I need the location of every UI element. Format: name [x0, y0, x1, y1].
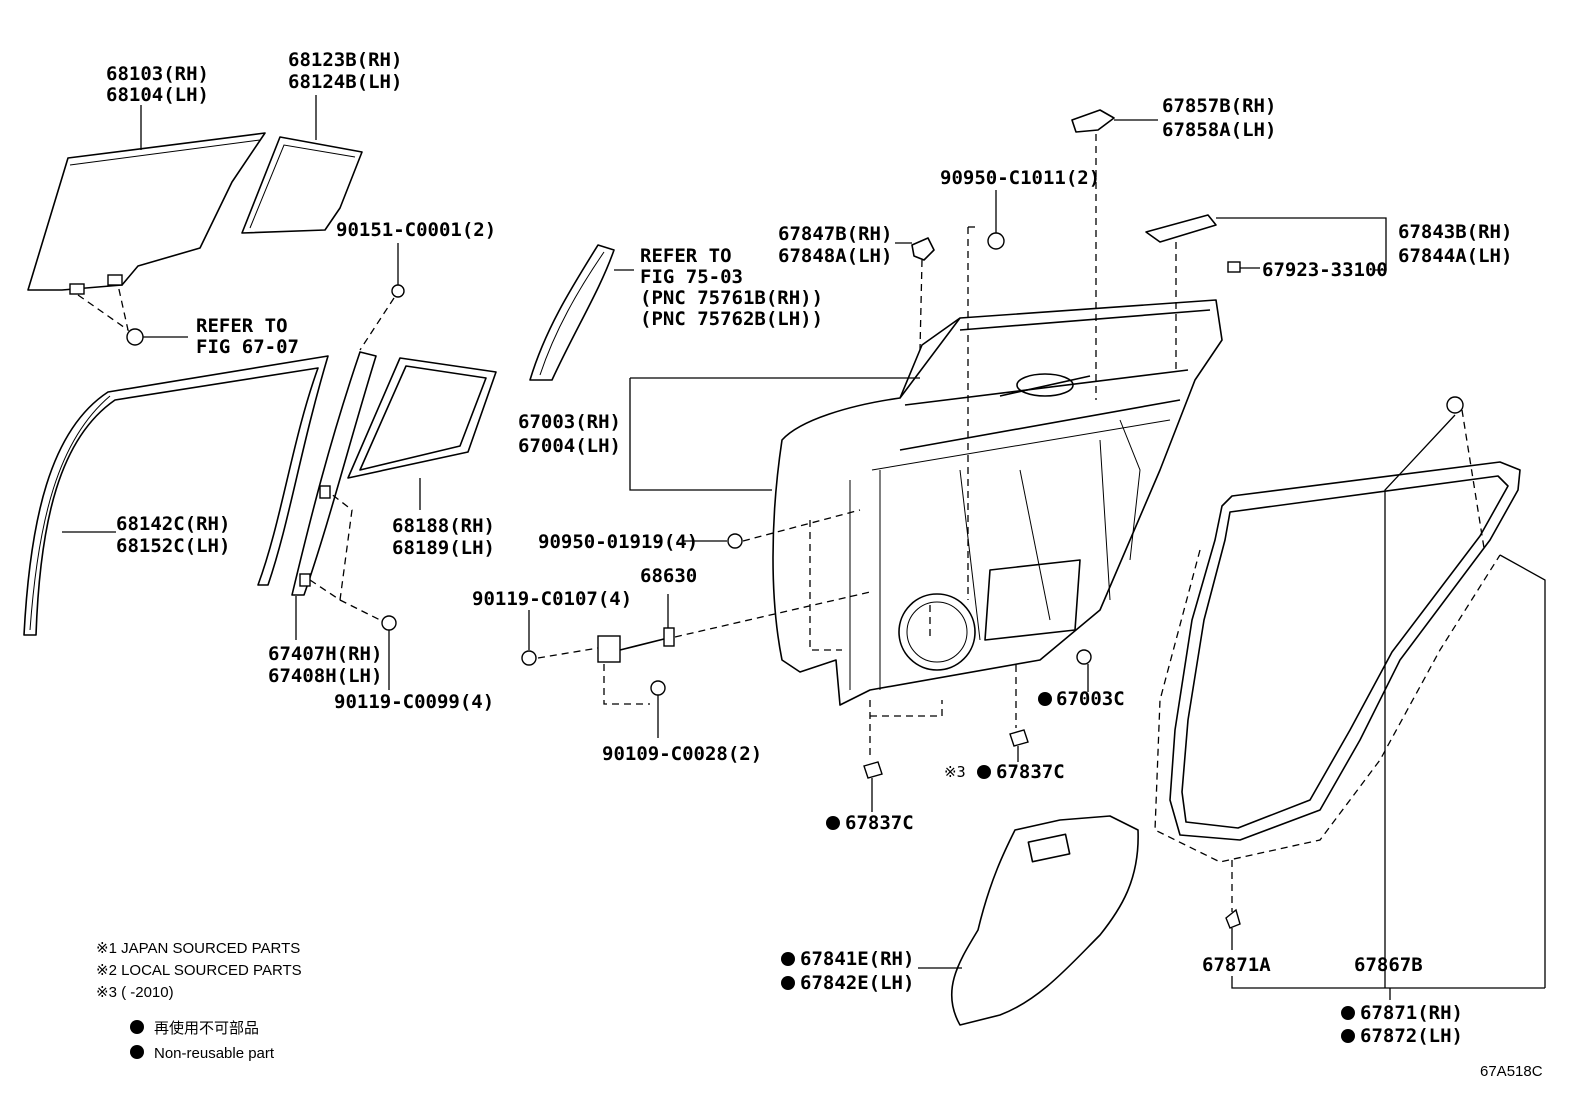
label-68103: 68103(RH) [106, 63, 209, 85]
label-67857b: 67857B(RH) [1162, 95, 1276, 117]
label-67858a: 67858A(LH) [1162, 119, 1276, 141]
non-reusable-legend-icon [130, 1020, 144, 1034]
label-68188: 68188(RH) [392, 515, 495, 537]
label-refer-to-2: REFER TO [640, 245, 732, 267]
door-glass-drawing [27, 132, 266, 295]
label-fig-75-03: FIG 75-03 [640, 266, 743, 288]
non-reusable-marker [1341, 1029, 1355, 1043]
part-labels: 68103(RH) 68104(LH) 68123B(RH) 68124B(LH… [106, 49, 1512, 1047]
non-reusable-marker [781, 952, 795, 966]
label-note3-mark: ※3 [944, 763, 966, 781]
label-90950-c1011: 90950-C1011(2) [940, 167, 1100, 189]
label-68104: 68104(LH) [106, 84, 209, 106]
check-bolt-icon [521, 650, 537, 666]
quarter-weatherstrip-drawing [347, 357, 497, 479]
label-67004: 67004(LH) [518, 435, 621, 457]
check-screw-icon [650, 680, 666, 696]
label-67407h: 67407H(RH) [268, 643, 382, 665]
stopper-67843-drawing [1145, 214, 1217, 243]
label-67872: 67872(LH) [1360, 1025, 1463, 1047]
legend-non-reusable-jp: 再使用不可部品 [154, 1020, 259, 1037]
clip-67847-drawing [911, 237, 935, 261]
label-90950-01919: 90950-01919(4) [538, 531, 698, 553]
label-90119-c0107: 90119-C0107(4) [472, 588, 632, 610]
division-bar-drawing [291, 351, 377, 596]
service-hole-cover-drawing [950, 815, 1139, 1026]
label-67837c-2: 67837C [996, 761, 1065, 783]
garnish-drawing [529, 244, 615, 381]
stopper-67857-drawing [1071, 109, 1115, 133]
label-67841e: 67841E(RH) [800, 948, 914, 970]
legend-note2: ※2 LOCAL SOURCED PARTS [96, 962, 302, 979]
legend-note1: ※1 JAPAN SOURCED PARTS [96, 940, 300, 957]
label-68123b: 68123B(RH) [288, 49, 402, 71]
label-90109: 90109-C0028(2) [602, 743, 762, 765]
label-67408h: 67408H(LH) [268, 665, 382, 687]
legend: ※1 JAPAN SOURCED PARTS ※2 LOCAL SOURCED … [96, 940, 302, 1062]
label-67867b: 67867B [1354, 954, 1423, 976]
label-68189: 68189(LH) [392, 537, 495, 559]
label-90119-c0099: 90119-C0099(4) [334, 691, 494, 713]
label-68142c: 68142C(RH) [116, 513, 230, 535]
non-reusable-marker [826, 816, 840, 830]
label-67003: 67003(RH) [518, 411, 621, 433]
door-panel-drawing [772, 299, 1223, 706]
non-reusable-marker [781, 976, 795, 990]
label-pnc-lh: (PNC 75762B(LH)) [640, 308, 823, 330]
label-67843b: 67843B(RH) [1398, 221, 1512, 243]
non-reusable-marker [1341, 1006, 1355, 1020]
hole-plug-icon [1076, 649, 1092, 665]
glass-run-channel-drawing [23, 355, 329, 636]
seal-clip-icon [987, 232, 1005, 250]
label-67871a: 67871A [1202, 954, 1271, 976]
label-68124b: 68124B(LH) [288, 71, 402, 93]
quarter-glass-drawing [241, 136, 363, 234]
label-fig-67-07: FIG 67-07 [196, 336, 299, 358]
label-67923: 67923-33100 [1262, 259, 1388, 281]
legend-note3: ※3 ( -2010) [96, 984, 174, 1001]
diagram-id: 67A518C [1480, 1063, 1543, 1080]
label-67837c-1: 67837C [845, 812, 914, 834]
label-67848a: 67848A(LH) [778, 245, 892, 267]
label-67842e: 67842E(LH) [800, 972, 914, 994]
label-67003c: 67003C [1056, 688, 1125, 710]
label-refer-to-1: REFER TO [196, 315, 288, 337]
glass-bolt-icon [126, 328, 144, 346]
non-reusable-legend-icon [130, 1045, 144, 1059]
label-pnc-rh: (PNC 75761B(RH)) [640, 287, 823, 309]
label-68152c: 68152C(LH) [116, 535, 230, 557]
non-reusable-marker [1038, 692, 1052, 706]
label-90151: 90151-C0001(2) [336, 219, 496, 241]
weatherstrip-clip-icon [1446, 396, 1464, 414]
non-reusable-marker [977, 765, 991, 779]
door-weatherstrip-drawing [1169, 461, 1521, 841]
label-67871: 67871(RH) [1360, 1002, 1463, 1024]
door-check-drawing [597, 627, 675, 663]
label-68630: 68630 [640, 565, 697, 587]
label-67844a: 67844A(LH) [1398, 245, 1512, 267]
legend-non-reusable-en: Non-reusable part [154, 1045, 275, 1062]
quarter-screw-icon [391, 284, 405, 298]
division-bar-bolt-icon [381, 615, 397, 631]
label-67847b: 67847B(RH) [778, 223, 892, 245]
grommet-icon [727, 533, 743, 549]
